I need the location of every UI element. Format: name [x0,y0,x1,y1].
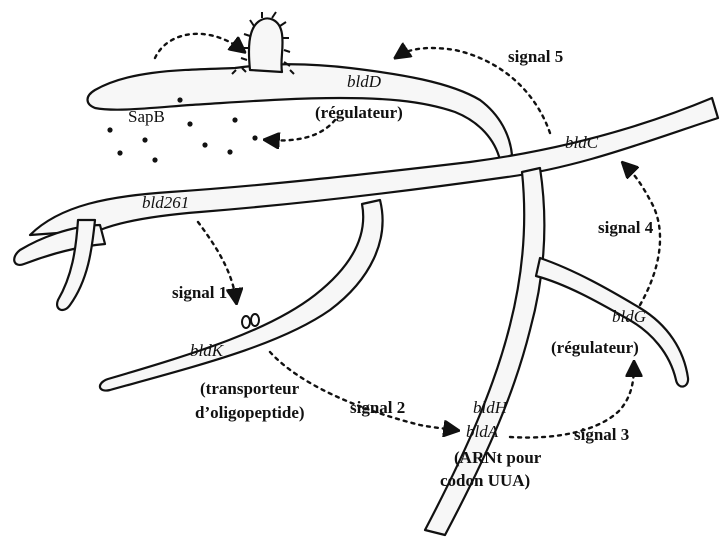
role-label-bldk-line1: (transporteur [200,379,300,398]
signal-label-4: signal 4 [598,218,654,237]
role-label-blda-line2: codon UUA) [440,471,530,490]
gene-label-bld261: bld261 [142,193,189,212]
role-label-bldg: (régulateur) [551,338,639,357]
gene-label-bldd: bldD [347,72,382,91]
gene-label-blda: bldA [466,422,499,441]
role-label-bldd: (régulateur) [315,103,403,122]
aerial-hypha-knob [249,18,283,72]
role-label-blda-line1: (ARNt pour [454,448,542,467]
hypha-bldk-branch [100,200,383,391]
gene-label-bldk: bldK [190,341,225,360]
arrow-bldd-to-sapb [268,120,335,140]
labels: SapB bldD (régulateur) signal 5 bldC bld… [128,47,654,490]
signal-label-2: signal 2 [350,398,405,417]
gene-label-bldh: bldH [473,398,509,417]
transporter-icon [242,314,259,328]
gene-label-bldc: bldC [565,133,599,152]
label-sapb: SapB [128,107,165,126]
gene-label-bldg: bldG [612,307,646,326]
arrow-sapb-to-knob [155,34,242,58]
role-label-bldk-line2: d’oligopeptide) [195,403,305,422]
signal-label-3: signal 3 [574,425,629,444]
signal-label-5: signal 5 [508,47,563,66]
signal-label-1: signal 1 [172,283,227,302]
